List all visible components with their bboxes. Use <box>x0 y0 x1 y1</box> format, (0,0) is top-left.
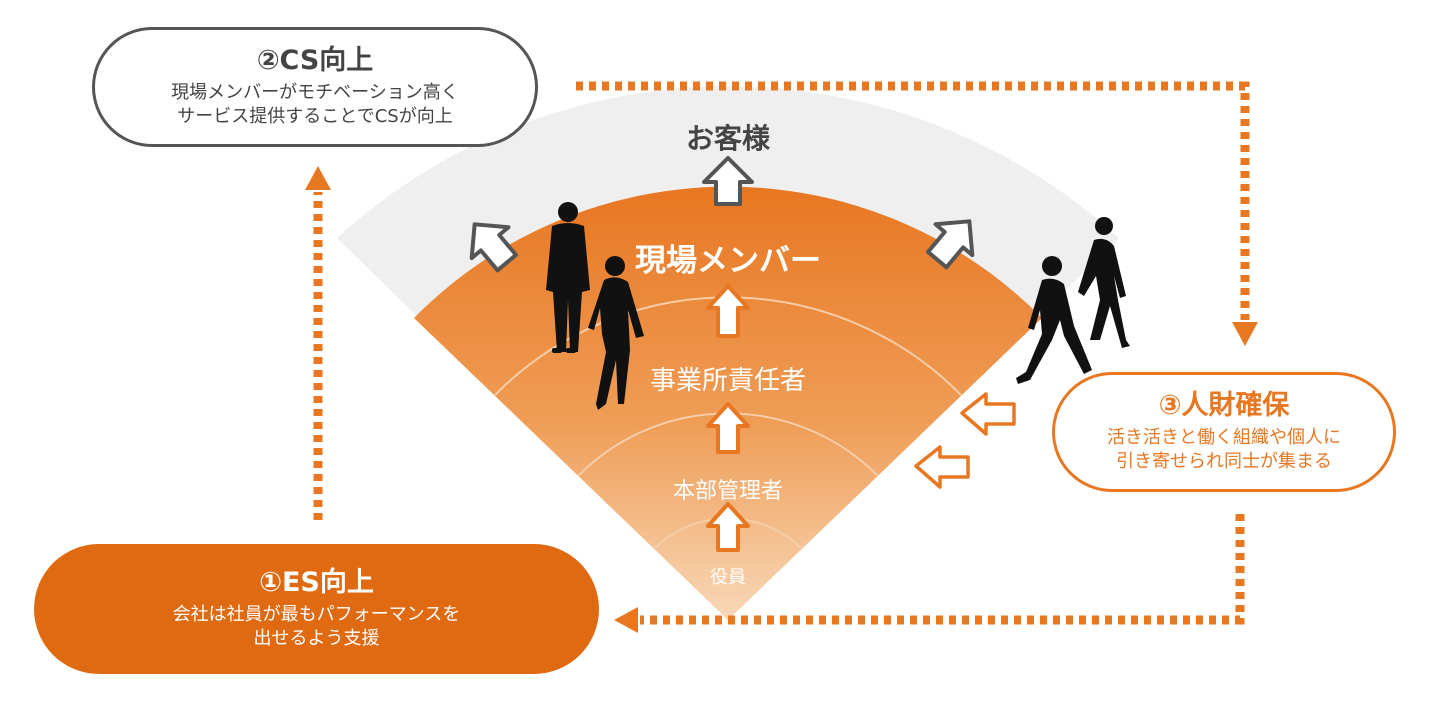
dotted-arrow-hr-to-es <box>640 514 1245 625</box>
cs-line-1: 現場メンバーがモチベーション高く <box>171 81 459 103</box>
talent-acquisition-box: ③人財確保 活き活きと働く組織や個人に 引き寄せられ同士が集まる <box>1052 372 1396 492</box>
site-manager-label: 事業所責任者 <box>649 366 807 396</box>
left-arrow-icon <box>914 445 970 489</box>
es-title: ①ES向上 <box>259 566 374 598</box>
hr-line-2: 引き寄せられ同士が集まる <box>1116 451 1332 473</box>
hq-manager-label: 本部管理者 <box>672 479 784 504</box>
up-arrow-icon <box>706 402 750 454</box>
person-silhouette-icon <box>1016 256 1092 384</box>
fan-up-arrows <box>706 284 750 552</box>
person-silhouette-icon <box>588 256 644 410</box>
dotted-arrow-head-up-icon <box>305 166 331 190</box>
es-improvement-box: ①ES向上 会社は社員が最もパフォーマンスを 出せるよう支援 <box>34 544 599 674</box>
cs-improvement-box: ②CS向上 現場メンバーがモチベーション高く サービス提供することでCSが向上 <box>92 27 538 147</box>
executive-label: 役員 <box>710 567 746 588</box>
diagonal-arrow-icon <box>469 222 518 273</box>
up-arrow-icon <box>706 284 750 338</box>
field-members-label: 現場メンバー <box>635 243 821 279</box>
dotted-arrow-head-down-icon <box>1232 322 1258 346</box>
hr-title: ③人財確保 <box>1158 389 1290 421</box>
up-arrow-icon <box>706 502 750 552</box>
dotted-arrow-head-left-icon <box>614 607 638 633</box>
cs-line-2: サービス提供することでCSが向上 <box>177 106 453 128</box>
hr-line-1: 活き活きと働く組織や個人に <box>1107 426 1341 448</box>
customers-label: お客様 <box>685 122 771 155</box>
up-arrow-icon <box>702 156 754 206</box>
es-line-1: 会社は社員が最もパフォーマンスを <box>172 603 461 625</box>
person-silhouette-icon <box>546 202 590 353</box>
es-line-2: 出せるよう支援 <box>253 628 380 650</box>
left-arrow-icon <box>960 392 1016 436</box>
diagonal-arrow-icon <box>926 219 975 270</box>
dotted-arrow-cs-to-hr <box>576 81 1250 320</box>
person-silhouette-icon <box>1078 217 1130 348</box>
cycle-dotted-arrows <box>313 81 1250 625</box>
cs-title: ②CS向上 <box>256 44 374 76</box>
